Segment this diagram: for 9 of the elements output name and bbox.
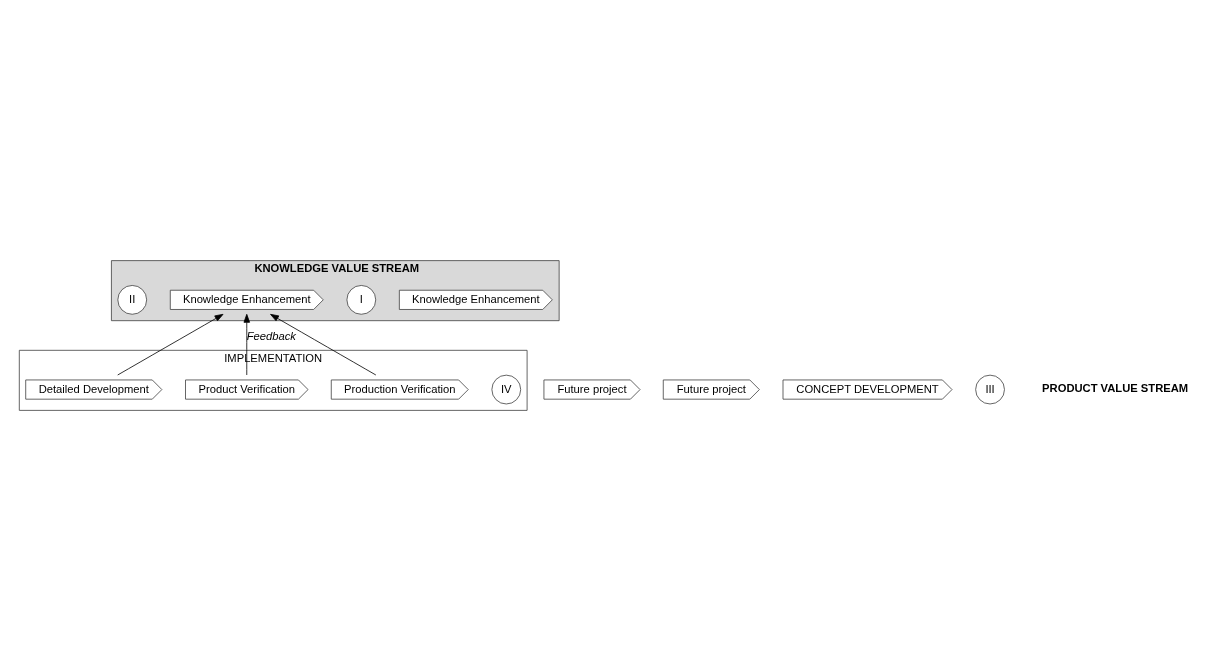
node-label: III xyxy=(985,382,995,395)
arrow xyxy=(270,313,377,376)
node-label: II xyxy=(129,292,136,305)
node-label: IV xyxy=(500,382,512,395)
node-label: I xyxy=(359,292,363,305)
arrow xyxy=(243,313,250,376)
arrow xyxy=(117,313,224,376)
label: PRODUCT VALUE STREAM xyxy=(1042,381,1189,394)
edge-label: Feedback xyxy=(246,330,296,343)
